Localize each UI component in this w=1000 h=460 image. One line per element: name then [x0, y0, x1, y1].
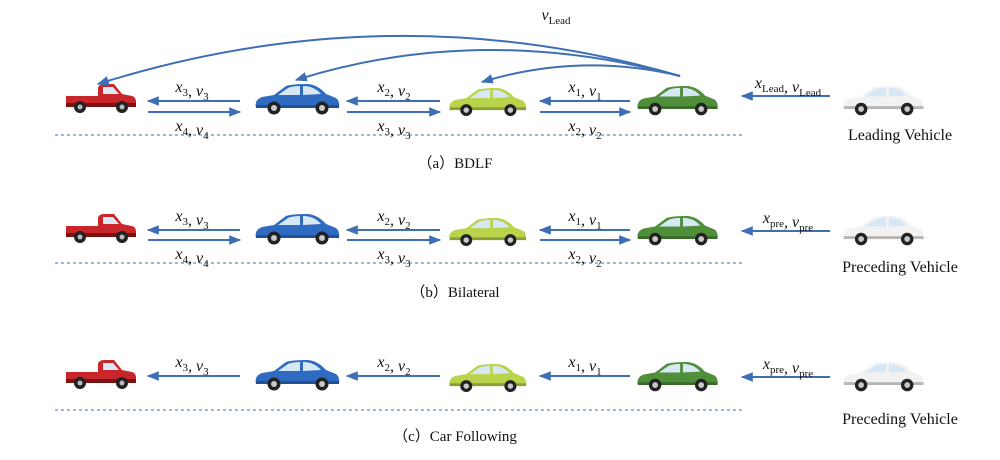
- blue-car: [255, 360, 340, 391]
- forward-label: x2, v2: [376, 208, 410, 232]
- lead-label: xpre, vpre: [762, 356, 813, 380]
- forward-label: x1, v1: [567, 79, 601, 103]
- forward-label: x3, v3: [174, 354, 209, 378]
- green-car: [637, 86, 718, 116]
- vehicle-label: Leading Vehicle: [848, 127, 952, 144]
- panel-caption: （b）Bilateral: [410, 284, 499, 301]
- white-car: [843, 216, 924, 246]
- blue-car: [255, 84, 340, 115]
- broadcast-arrow: [96, 34, 681, 86]
- backward-label: x3, v3: [376, 246, 411, 270]
- white-car: [843, 86, 924, 116]
- vehicle-label: Preceding Vehicle: [842, 411, 958, 428]
- broadcast-label: vLead: [541, 7, 571, 27]
- lime-car: [449, 364, 527, 393]
- green-car: [637, 216, 718, 246]
- backward-label: x4, v4: [174, 246, 209, 270]
- red-truck: [66, 360, 136, 389]
- forward-label: x2, v2: [376, 79, 410, 103]
- backward-label: x2, v2: [567, 118, 601, 142]
- backward-label: x3, v3: [376, 118, 411, 142]
- vehicle-label: Preceding Vehicle: [842, 259, 958, 276]
- forward-label: x3, v3: [174, 208, 209, 232]
- lime-car: [449, 218, 527, 247]
- red-truck: [66, 214, 136, 243]
- backward-label: x4, v4: [174, 118, 209, 142]
- broadcast-arrow: [294, 49, 681, 82]
- forward-label: x1, v1: [567, 354, 601, 378]
- green-car: [637, 362, 718, 392]
- panel-caption: （a）BDLF: [417, 155, 492, 172]
- white-car: [843, 362, 924, 392]
- panel-caption: （c）Car Following: [393, 428, 517, 445]
- forward-label: x3, v3: [174, 79, 209, 103]
- red-truck: [66, 84, 136, 113]
- lead-label: xLead, vLead: [754, 75, 822, 99]
- lead-label: xpre, vpre: [762, 210, 813, 234]
- backward-label: x2, v2: [567, 246, 601, 270]
- forward-label: x2, v2: [376, 354, 410, 378]
- forward-label: x1, v1: [567, 208, 601, 232]
- blue-car: [255, 214, 340, 245]
- broadcast-arrow: [480, 64, 681, 84]
- lime-car: [449, 88, 527, 117]
